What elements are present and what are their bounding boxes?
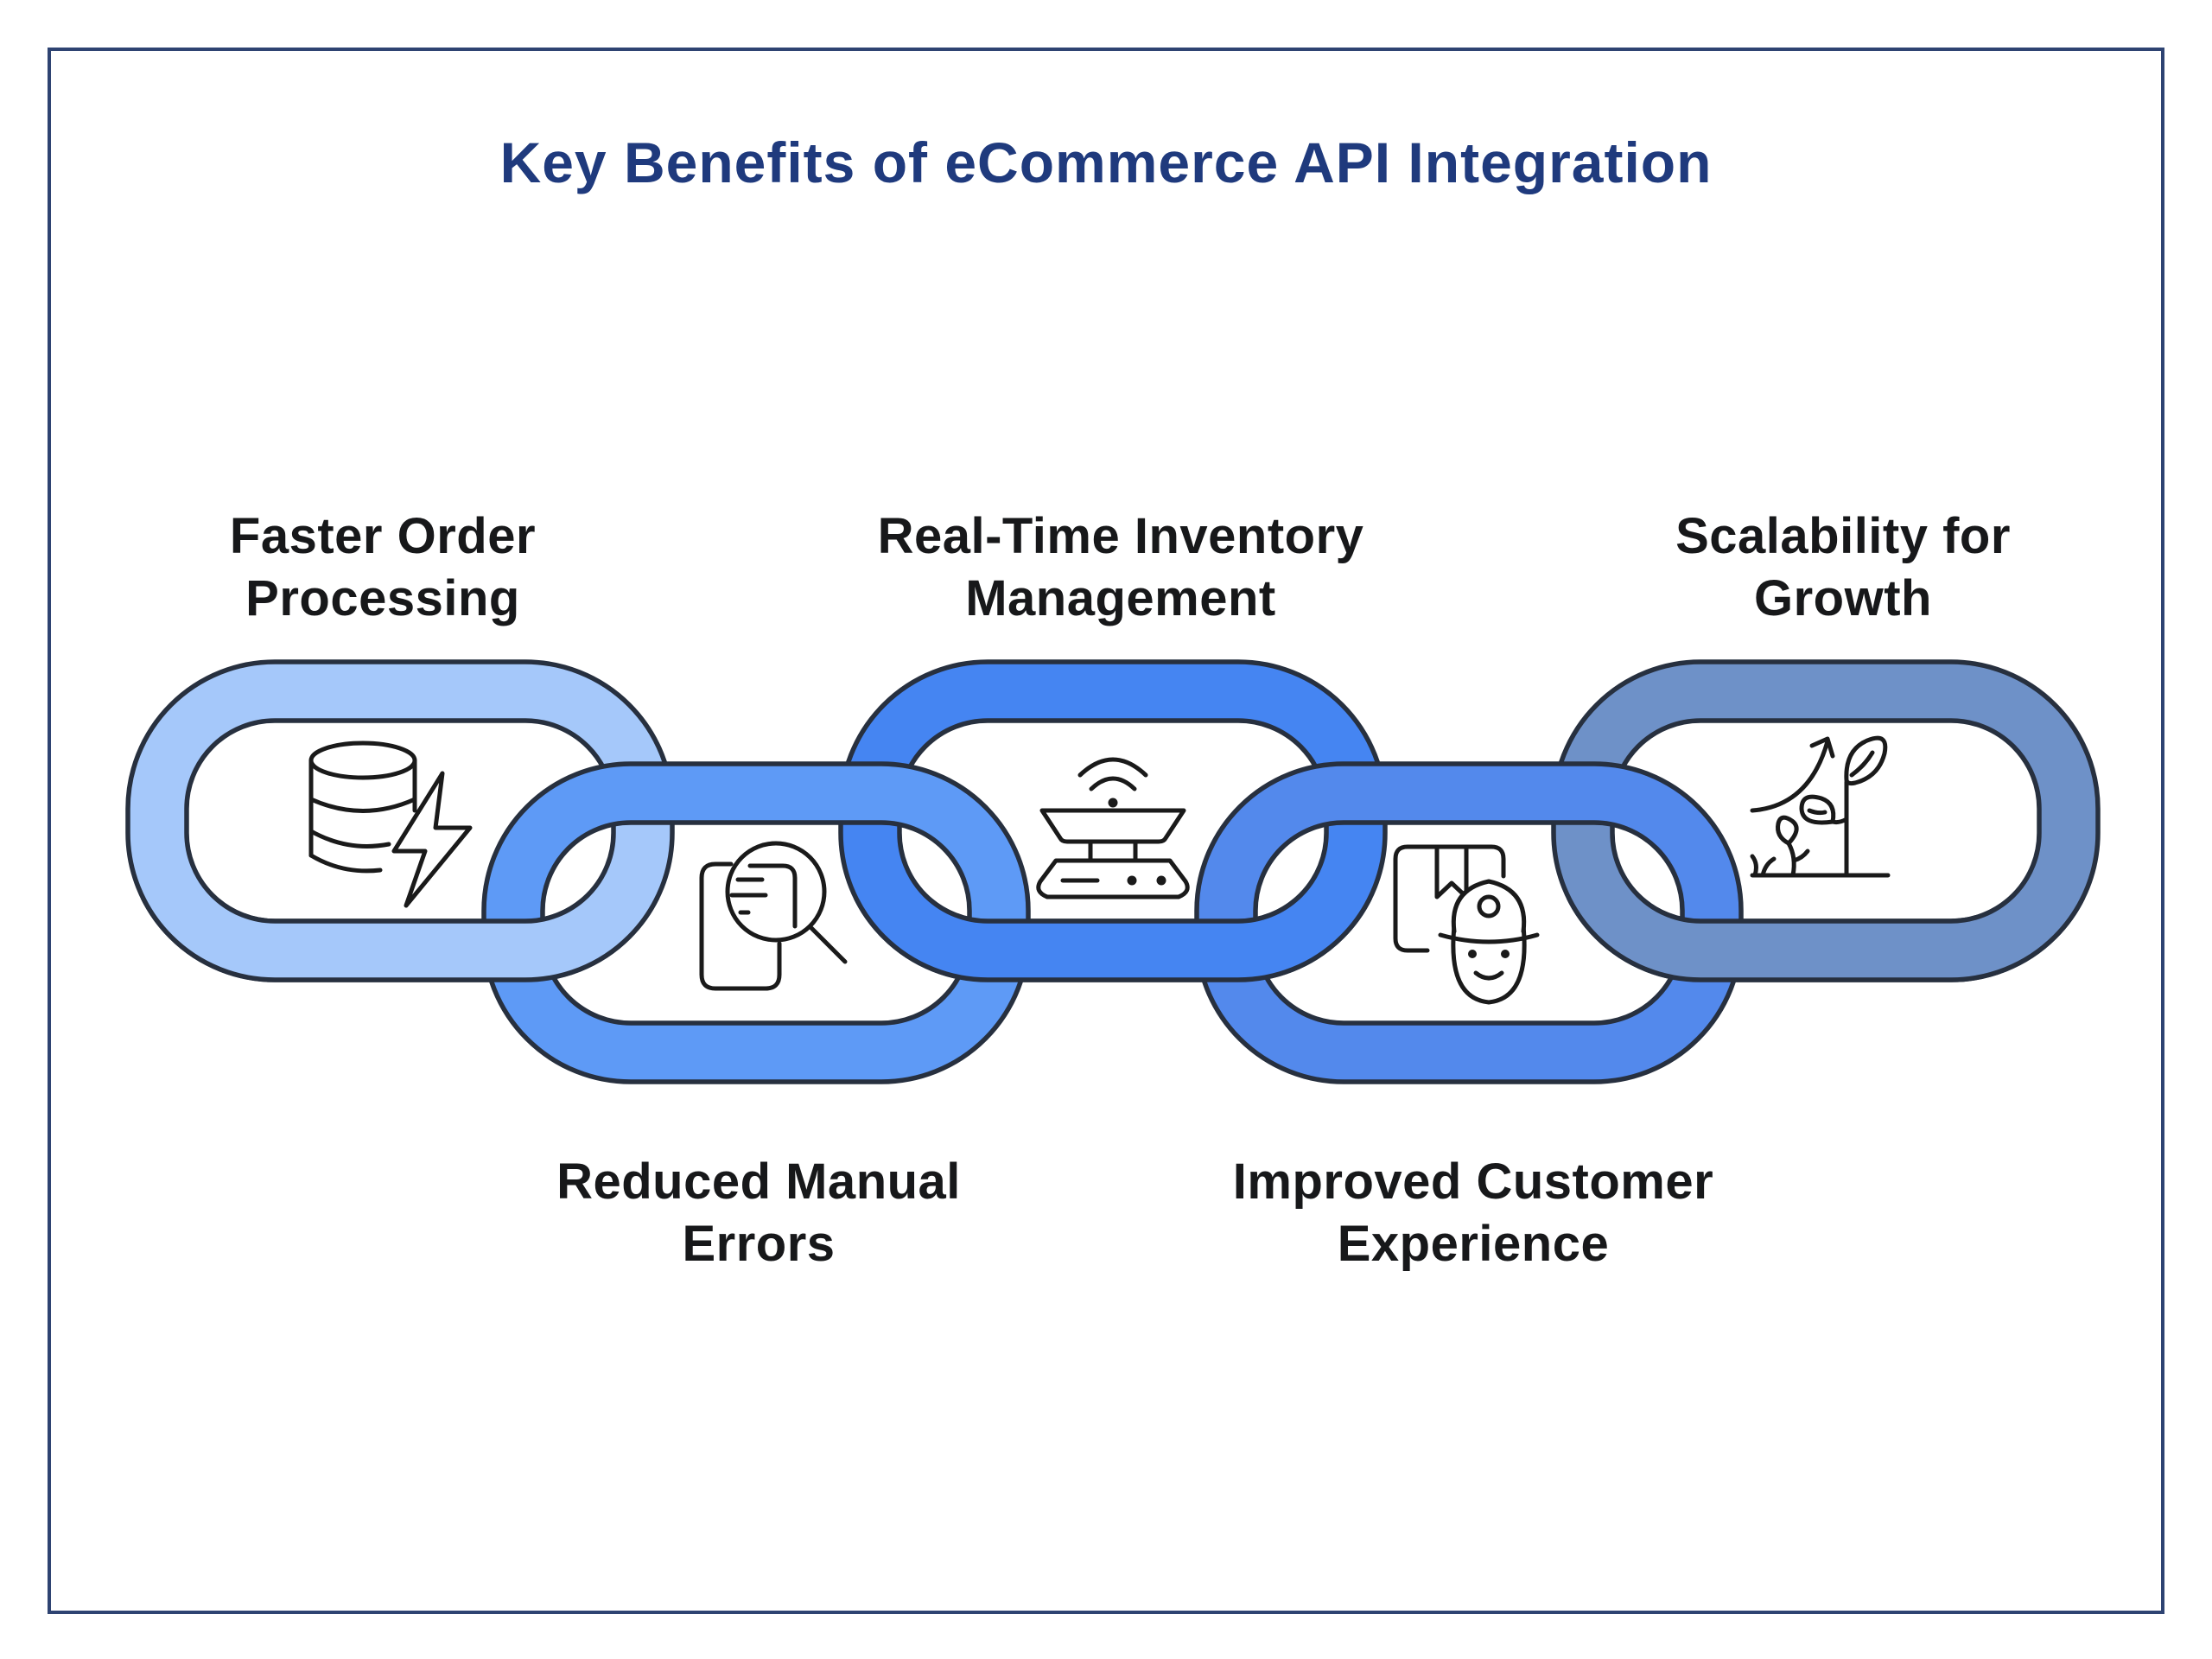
magnifier-lens (725, 841, 827, 943)
growth-arrow-curve (1750, 739, 1830, 813)
document-search-icon (699, 841, 848, 991)
sprout-leaf (1776, 815, 1799, 846)
mid-leaf (1799, 794, 1836, 825)
wifi-arc-inner (1089, 776, 1137, 791)
wifi-dot (1108, 798, 1118, 808)
mid-leaf-vein (1807, 808, 1827, 816)
package-courier-icon (1393, 844, 1540, 1005)
top-leaf (1844, 735, 1888, 786)
grass-blade-1 (1750, 854, 1758, 878)
sprout-branch (1791, 849, 1810, 863)
growth-arrow-head (1809, 736, 1835, 759)
link-label-real-time-inventory-management: Real-Time Inventory Management (877, 508, 1364, 626)
document-outline (699, 861, 782, 991)
plant-growth-icon (1750, 735, 1891, 878)
magnifier-handle (809, 925, 848, 964)
link-label-faster-order-processing: Faster Order Processing (229, 508, 537, 626)
database-band-2 (308, 829, 391, 849)
link-label-reduced-manual-errors: Reduced Manual Errors (556, 1154, 961, 1272)
courier-cap-brim (1438, 932, 1540, 944)
scale-base (1036, 858, 1190, 899)
courier-cap-button (1477, 894, 1501, 918)
courier-eye-left (1468, 950, 1477, 958)
scale-button-2 (1156, 875, 1166, 886)
scale-tray (1039, 808, 1186, 844)
grass-blade-2 (1760, 856, 1777, 878)
smart-scale-icon (1036, 757, 1190, 899)
courier-head (1451, 924, 1527, 1005)
database-bottom (308, 853, 383, 874)
link-label-scalability-for-growth: Scalability for Growth (1675, 508, 2011, 626)
database-band-1 (308, 797, 417, 813)
page-border-frame (48, 48, 2164, 1614)
sprout-stem (1786, 841, 1796, 878)
courier-smile (1473, 970, 1504, 981)
lightning-bolt (391, 771, 473, 908)
courier-cap (1451, 879, 1527, 934)
document-corner-magnified (747, 863, 798, 929)
scale-button-1 (1127, 875, 1137, 886)
page-title: Key Benefits of eCommerce API Integratio… (499, 130, 1713, 194)
link-label-improved-customer-experience: Improved Customer Experience (1232, 1154, 1714, 1272)
icons-layer (308, 735, 1891, 1005)
courier-eye-right (1501, 950, 1510, 958)
scale-stem (1088, 839, 1138, 863)
package-box-left (1393, 844, 1440, 953)
package-ribbon (1434, 844, 1469, 899)
database-top (308, 741, 417, 780)
package-box-right (1434, 844, 1506, 879)
database-lightning-icon (308, 741, 473, 908)
wifi-arc-outer (1077, 757, 1148, 778)
top-leaf-vein (1849, 750, 1875, 778)
